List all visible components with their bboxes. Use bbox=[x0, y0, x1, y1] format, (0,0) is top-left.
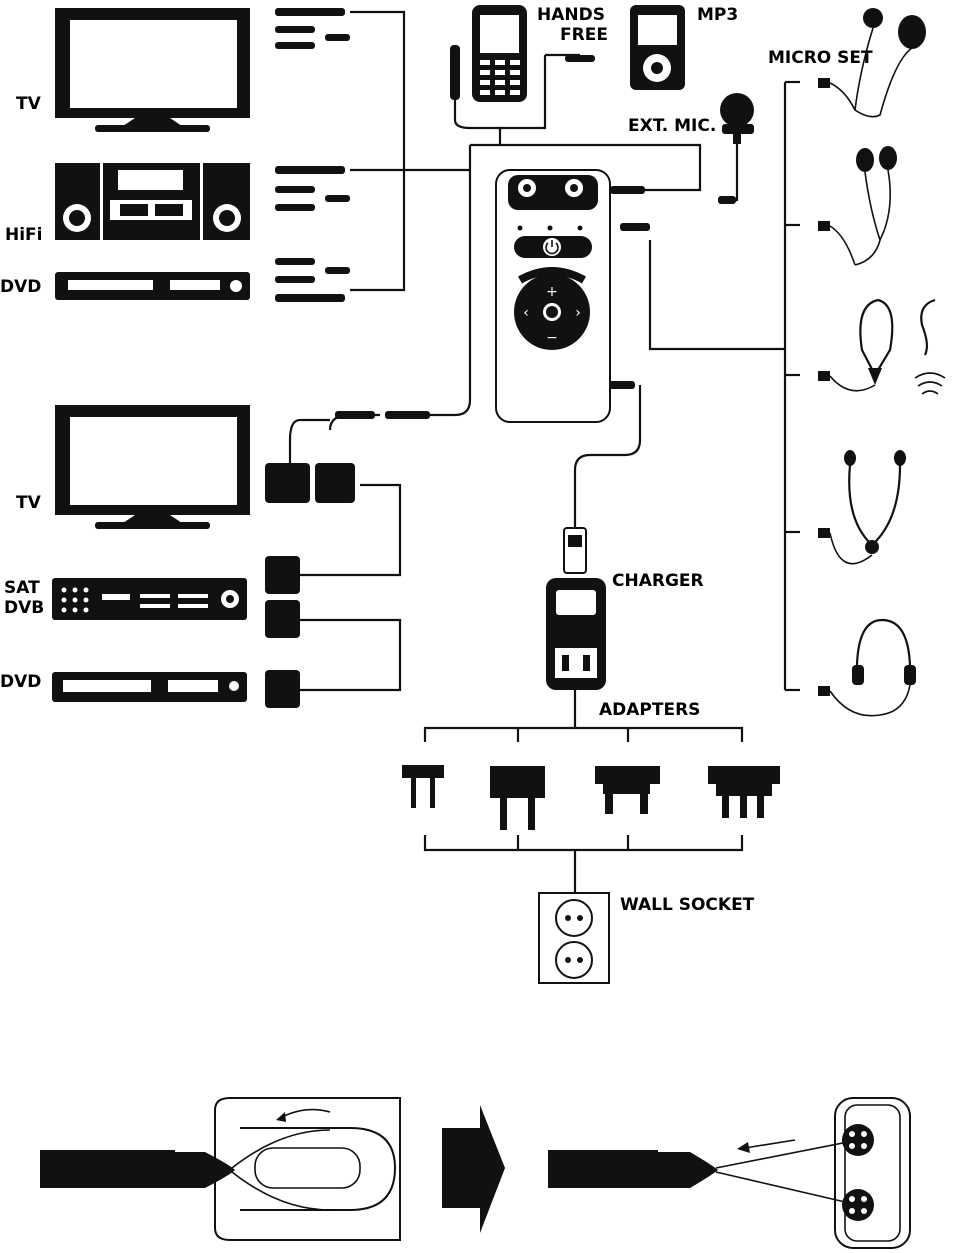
plug-adapter-icon bbox=[402, 765, 444, 808]
label-tv-top: TV bbox=[16, 94, 42, 114]
main-receiver-device: + − ‹ › bbox=[495, 169, 611, 423]
mobile-phone-icon bbox=[472, 5, 527, 102]
label-dvd-bottom: DVD bbox=[0, 672, 41, 692]
tv-icon bbox=[55, 405, 250, 529]
stethoscope-headset-icon bbox=[818, 450, 906, 565]
neckloop-icon bbox=[818, 298, 946, 395]
label-micro-set: MICRO SET bbox=[768, 48, 873, 68]
label-charger: CHARGER bbox=[612, 571, 704, 591]
label-dvd-top: DVD bbox=[0, 277, 41, 297]
plug-adapter-icon bbox=[708, 766, 780, 818]
charger-icon bbox=[546, 527, 606, 690]
label-hifi: HiFi bbox=[5, 225, 43, 245]
microphone-icon bbox=[720, 93, 754, 144]
label-hands-free-2: FREE bbox=[560, 25, 608, 45]
headphones-icon bbox=[818, 618, 916, 717]
label-sat: SAT bbox=[4, 578, 40, 598]
earphones-icon bbox=[818, 146, 897, 266]
volume-up-label: + bbox=[546, 284, 558, 300]
labels: TV HiFi DVD HANDS FREE MP3 MICRO SET EXT… bbox=[0, 5, 873, 915]
cable-network bbox=[288, 10, 800, 893]
dvd-player-icon bbox=[52, 672, 247, 702]
next-label: › bbox=[575, 305, 581, 321]
lanyard-step-2 bbox=[548, 1097, 911, 1249]
label-hands-free-1: HANDS bbox=[537, 5, 605, 25]
volume-down-label: − bbox=[546, 330, 558, 346]
arrow-icon bbox=[442, 1105, 505, 1233]
earphones-icon bbox=[818, 8, 926, 118]
label-adapters: ADAPTERS bbox=[599, 700, 700, 720]
wall-socket-icon bbox=[538, 892, 610, 984]
scart-connector-icon bbox=[265, 463, 355, 708]
plug-adapter-icon bbox=[490, 766, 545, 830]
mp3-player-icon bbox=[630, 5, 685, 90]
label-mp3: MP3 bbox=[697, 5, 738, 25]
label-tv-bottom: TV bbox=[16, 493, 42, 513]
prev-label: ‹ bbox=[523, 305, 529, 321]
dvd-player-icon bbox=[55, 272, 250, 300]
plug-adapter-icon bbox=[595, 766, 660, 814]
lanyard-step-1 bbox=[40, 1097, 401, 1241]
hifi-icon bbox=[55, 163, 250, 240]
label-dvb: DVB bbox=[4, 598, 44, 618]
tv-icon bbox=[55, 8, 250, 132]
audio-jack-cables bbox=[275, 8, 736, 419]
satellite-receiver-icon bbox=[52, 578, 247, 620]
label-wall-socket: WALL SOCKET bbox=[620, 895, 755, 915]
label-ext-mic: EXT. MIC. bbox=[628, 116, 716, 136]
